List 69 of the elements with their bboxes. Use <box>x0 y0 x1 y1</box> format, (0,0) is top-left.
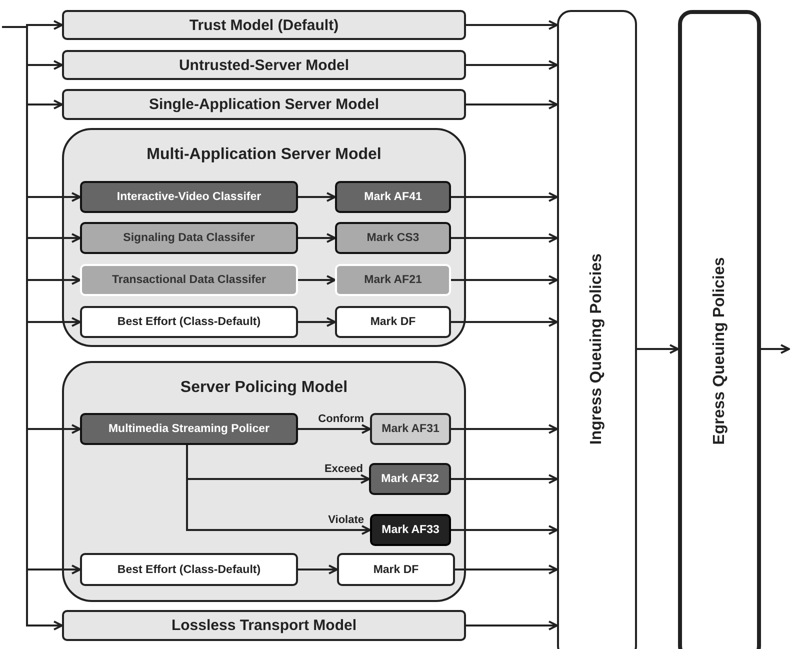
box-label: Mark AF32 <box>381 473 439 485</box>
box-label: Transactional Data Classifer <box>112 274 266 286</box>
box-label: Mark DF <box>370 316 416 328</box>
process-box <box>80 553 298 586</box>
box-label: Untrusted-Server Model <box>178 56 350 74</box>
box-label: Single-Application Server Model <box>148 96 380 113</box>
box-label: Best Effort (Class-Default) <box>117 564 261 576</box>
process-box <box>335 264 451 296</box>
box-label: Signaling Data Classifer <box>123 232 255 244</box>
edge-label: Conform <box>318 413 364 425</box>
group-title: Multi-Application Server Model <box>146 146 382 164</box>
box-label: Mark DF <box>373 564 419 576</box>
process-box <box>370 514 451 546</box>
process-box <box>370 413 451 445</box>
box-label: Multimedia Streaming Policer <box>108 423 270 435</box>
process-box <box>62 610 466 641</box>
arrow <box>466 60 558 70</box>
edge-label: Exceed <box>324 463 363 475</box>
queuing-policy-box <box>557 10 637 649</box>
box-label: Mark CS3 <box>366 232 420 244</box>
process-box <box>80 264 298 296</box>
process-box <box>80 181 298 213</box>
process-box <box>80 413 298 445</box>
vertical-label: Egress Queuing Policies <box>710 257 728 445</box>
process-box <box>335 181 451 213</box>
arrow <box>2 26 63 630</box>
process-box <box>62 89 466 120</box>
process-box <box>62 50 466 80</box>
arrow <box>451 233 558 243</box>
arrow <box>298 233 336 243</box>
process-box <box>80 306 298 338</box>
vertical-label: Ingress Queuing Policies <box>588 253 606 445</box>
arrow <box>466 620 558 630</box>
box-label: Trust Model (Default) <box>189 16 339 34</box>
arrow <box>637 344 679 354</box>
arrow <box>466 20 558 30</box>
process-box <box>80 222 298 254</box>
arrow <box>451 275 558 285</box>
arrow <box>298 275 336 285</box>
queuing-policy-box <box>678 10 761 649</box>
box-label: Mark AF21 <box>364 274 422 286</box>
arrow <box>186 445 371 535</box>
edge-label: Violate <box>328 514 364 526</box>
arrow <box>298 564 338 574</box>
process-box <box>337 553 455 586</box>
group-title: Server Policing Model <box>179 379 349 397</box>
box-label: Best Effort (Class-Default) <box>117 316 261 328</box>
arrow <box>451 525 558 535</box>
box-label: Lossless Transport Model <box>171 617 357 634</box>
process-box <box>62 10 466 40</box>
model-group-box <box>62 361 466 602</box>
arrow <box>298 192 336 202</box>
arrow <box>451 474 558 484</box>
box-label: Interactive-Video Classifer <box>116 191 262 203</box>
model-group-box <box>62 128 466 347</box>
arrow <box>451 317 558 327</box>
box-label: Mark AF33 <box>382 524 440 536</box>
process-box <box>369 463 451 495</box>
process-box <box>335 222 451 254</box>
arrow <box>451 192 558 202</box>
box-label: Mark AF41 <box>364 191 422 203</box>
arrow <box>451 424 558 434</box>
arrow <box>761 344 790 354</box>
arrow <box>298 424 371 434</box>
arrow <box>466 100 558 110</box>
process-box <box>335 306 451 338</box>
arrow <box>455 564 558 574</box>
arrow <box>298 317 336 327</box>
box-label: Mark AF31 <box>382 423 440 435</box>
